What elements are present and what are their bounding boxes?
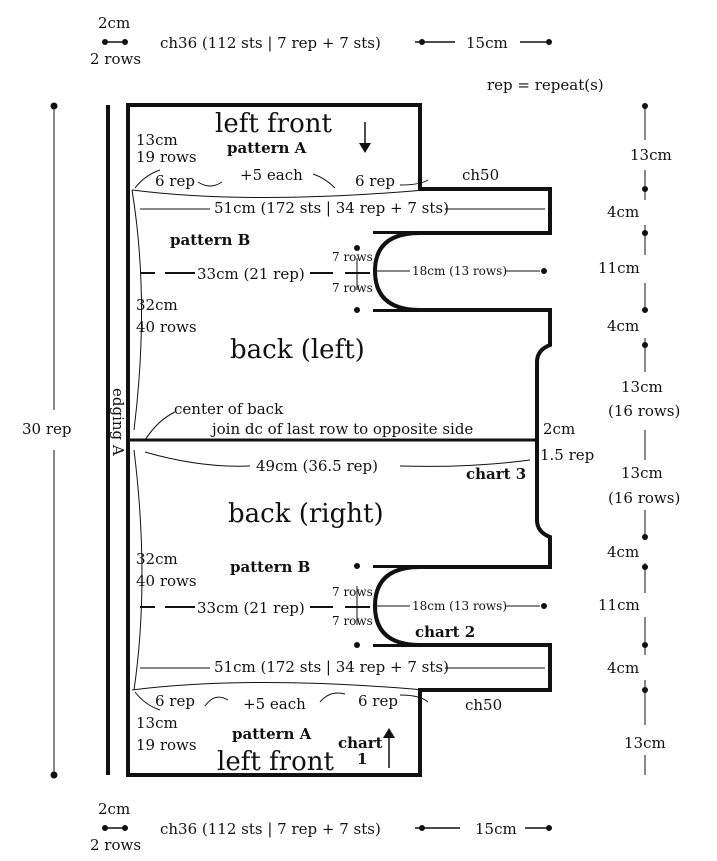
bottom-chain: ch36 (112 sts | 7 rep + 7 sts) — [160, 820, 381, 838]
lower-chart2: chart 2 — [415, 623, 475, 641]
upper-pattern-b: pattern B — [170, 231, 250, 249]
upper-pattern-a: pattern A — [227, 139, 307, 157]
upper-back-rows: 40 rows — [136, 318, 197, 336]
upper-width-b: 33cm (21 rep) — [197, 265, 305, 283]
lower-back-cm: 32cm — [136, 550, 178, 568]
upper-rep-right: 6 rep — [355, 172, 395, 190]
right-d6-rows: (16 rows) — [608, 489, 680, 507]
lower-pattern-a: pattern A — [232, 725, 312, 743]
right-d5: 13cm — [621, 378, 663, 396]
lower-rep-left: 6 rep — [155, 692, 195, 710]
left-total: 30 rep — [22, 420, 72, 438]
top-edge-cm: 2cm — [98, 14, 130, 32]
edging-label: edging A — [109, 388, 127, 456]
center-chart3: chart 3 — [466, 465, 526, 483]
legend-rep: rep = repeat(s) — [487, 76, 604, 94]
right-d2: 4cm — [607, 203, 639, 221]
bottom-width: 15cm — [475, 820, 517, 838]
upper-wide: 51cm (172 sts | 34 rep + 7 sts) — [214, 199, 449, 217]
right-d3: 11cm — [598, 259, 640, 277]
lower-plus-each: +5 each — [243, 695, 306, 713]
right-d1: 13cm — [630, 146, 672, 164]
center-width: 49cm (36.5 rep) — [256, 457, 378, 475]
lower-rows7-a: 7 rows — [332, 585, 373, 599]
right-d9: 4cm — [607, 659, 639, 677]
top-chain: ch36 (112 sts | 7 rep + 7 sts) — [160, 34, 381, 52]
upper-front-cm: 13cm — [136, 131, 178, 149]
right-dimension-ruler — [642, 103, 648, 775]
lower-pattern-b: pattern B — [230, 558, 310, 576]
center-of-back: center of back — [174, 400, 284, 418]
upper-back-title: back (left) — [230, 335, 365, 365]
upper-sleeve: 18cm (13 rows) — [412, 264, 507, 278]
right-d5-rows: (16 rows) — [608, 402, 680, 420]
upper-ch50: ch50 — [462, 166, 499, 184]
lower-ch50: ch50 — [465, 696, 502, 714]
lower-sleeve: 18cm (13 rows) — [412, 599, 507, 613]
lower-width-b: 33cm (21 rep) — [197, 599, 305, 617]
lower-back-title: back (right) — [228, 499, 384, 529]
upper-rows7-b: 7 rows — [332, 281, 373, 295]
center-2cm: 2cm — [543, 420, 575, 438]
lower-front-rows: 19 rows — [136, 736, 197, 754]
upper-front-title: left front — [215, 109, 332, 139]
lower-front-cm: 13cm — [136, 714, 178, 732]
right-d7: 4cm — [607, 543, 639, 561]
bottom-edge-cm: 2cm — [98, 800, 130, 818]
upper-rows7-a: 7 rows — [332, 250, 373, 264]
lower-rows7-b: 7 rows — [332, 614, 373, 628]
upper-back-cm: 32cm — [136, 296, 178, 314]
top-width: 15cm — [466, 34, 508, 52]
center-1-5rep: 1.5 rep — [540, 446, 594, 464]
upper-plus-each: +5 each — [240, 166, 303, 184]
lower-front-title: left front — [217, 747, 334, 777]
lower-wide: 51cm (172 sts | 34 rep + 7 sts) — [214, 658, 449, 676]
right-d6: 13cm — [621, 464, 663, 482]
upper-front-rows: 19 rows — [136, 148, 197, 166]
upper-rep-left: 6 rep — [155, 172, 195, 190]
right-d8: 11cm — [598, 596, 640, 614]
lower-chart1-num: 1 — [357, 750, 367, 768]
lower-back-rows: 40 rows — [136, 572, 197, 590]
right-d4: 4cm — [607, 317, 639, 335]
top-edge-rows: 2 rows — [90, 50, 141, 68]
lower-chart1: chart — [338, 734, 383, 752]
center-join: join dc of last row to opposite side — [210, 420, 473, 438]
lower-rep-right: 6 rep — [358, 692, 398, 710]
right-d10: 13cm — [624, 734, 666, 752]
bottom-edge-rows: 2 rows — [90, 836, 141, 854]
